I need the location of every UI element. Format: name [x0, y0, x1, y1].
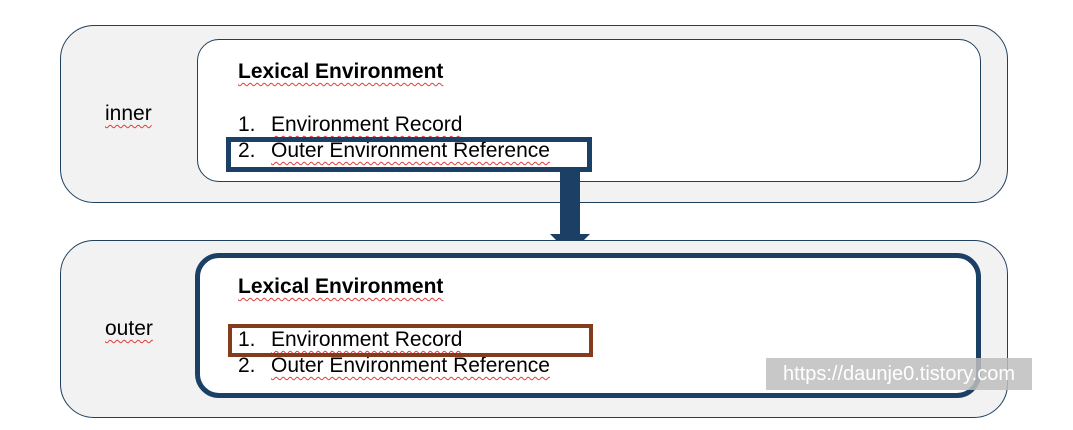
inner-item-2-text: Outer Environment Reference — [271, 139, 550, 162]
reference-arrow-shaft — [560, 168, 580, 238]
outer-item-1-text: Environment Record — [271, 328, 463, 351]
outer-item-2-text: Outer Environment Reference — [271, 354, 550, 377]
outer-lexical-environment-title: Lexical Environment — [238, 275, 444, 298]
inner-item-environment-record: 1. Environment Record — [238, 113, 462, 137]
inner-item-1-text: Environment Record — [271, 113, 463, 136]
outer-scope-label: outer — [105, 317, 153, 340]
outer-item-outer-reference: 2. Outer Environment Reference — [238, 354, 550, 378]
inner-item-2-number: 2. — [238, 139, 256, 162]
inner-item-1-number: 1. — [238, 113, 256, 136]
outer-item-2-number: 2. — [238, 354, 256, 377]
outer-reference-highlight — [226, 137, 592, 172]
inner-item-outer-reference: 2. Outer Environment Reference — [238, 139, 550, 163]
outer-item-environment-record: 1. Environment Record — [238, 328, 462, 352]
inner-scope-label: inner — [105, 102, 152, 125]
outer-item-1-number: 1. — [238, 328, 256, 351]
inner-lexical-environment-title: Lexical Environment — [238, 60, 444, 83]
environment-record-highlight — [228, 324, 593, 357]
watermark-url: https://daunje0.tistory.com — [766, 358, 1032, 390]
